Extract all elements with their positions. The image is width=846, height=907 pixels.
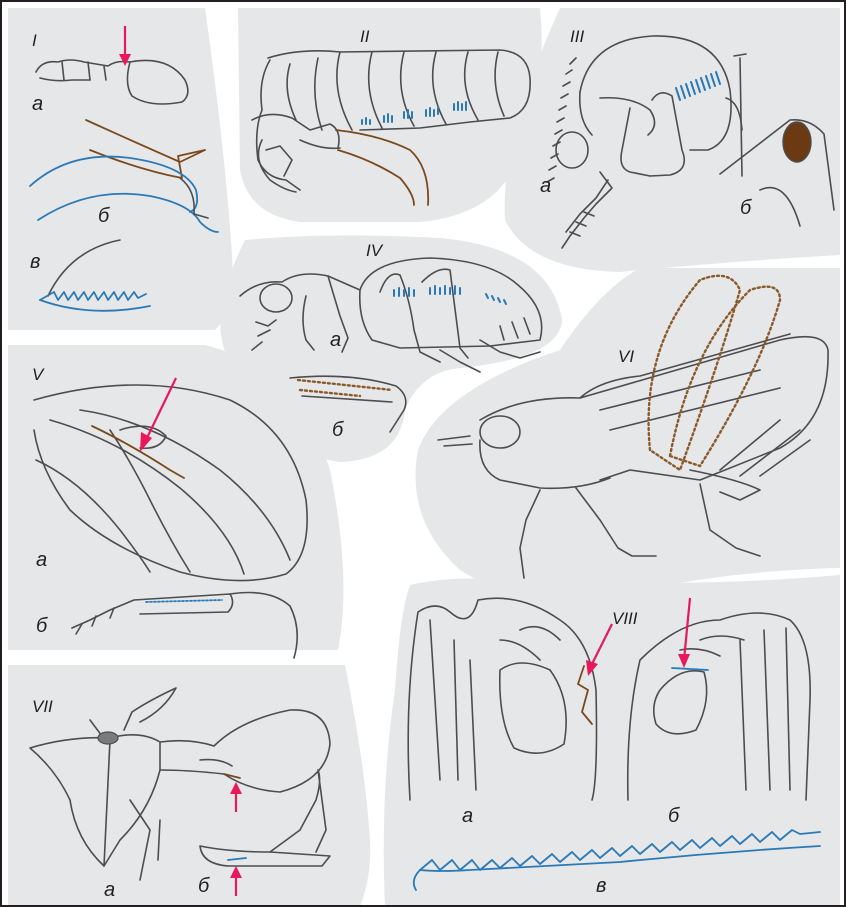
label-I-a: а xyxy=(32,93,43,115)
tympanum-III-b xyxy=(783,122,811,162)
label-V-a: а xyxy=(36,549,47,571)
label-VII-a: а xyxy=(104,879,115,901)
numeral-VII: VII xyxy=(32,697,53,716)
label-VIII-v: в xyxy=(596,875,606,897)
numeral-VIII: VIII xyxy=(612,609,638,628)
numeral-II: II xyxy=(360,27,370,46)
head-VII xyxy=(98,732,118,744)
numeral-I: I xyxy=(32,31,37,50)
label-I-v: в xyxy=(30,251,40,273)
label-IV-a: а xyxy=(330,329,341,351)
label-III-a: а xyxy=(540,175,551,197)
label-III-b: б xyxy=(740,197,752,219)
label-VIII-a: а xyxy=(462,805,473,827)
numeral-III: III xyxy=(570,27,584,46)
label-V-b: б xyxy=(36,615,48,637)
numeral-IV: IV xyxy=(366,241,384,260)
label-VIII-b: б xyxy=(668,805,680,827)
numeral-VI: VI xyxy=(618,347,634,366)
label-I-b: б xyxy=(98,205,110,227)
label-VII-b: б xyxy=(198,875,210,897)
label-IV-b: б xyxy=(332,419,344,441)
numeral-V: V xyxy=(32,365,45,384)
